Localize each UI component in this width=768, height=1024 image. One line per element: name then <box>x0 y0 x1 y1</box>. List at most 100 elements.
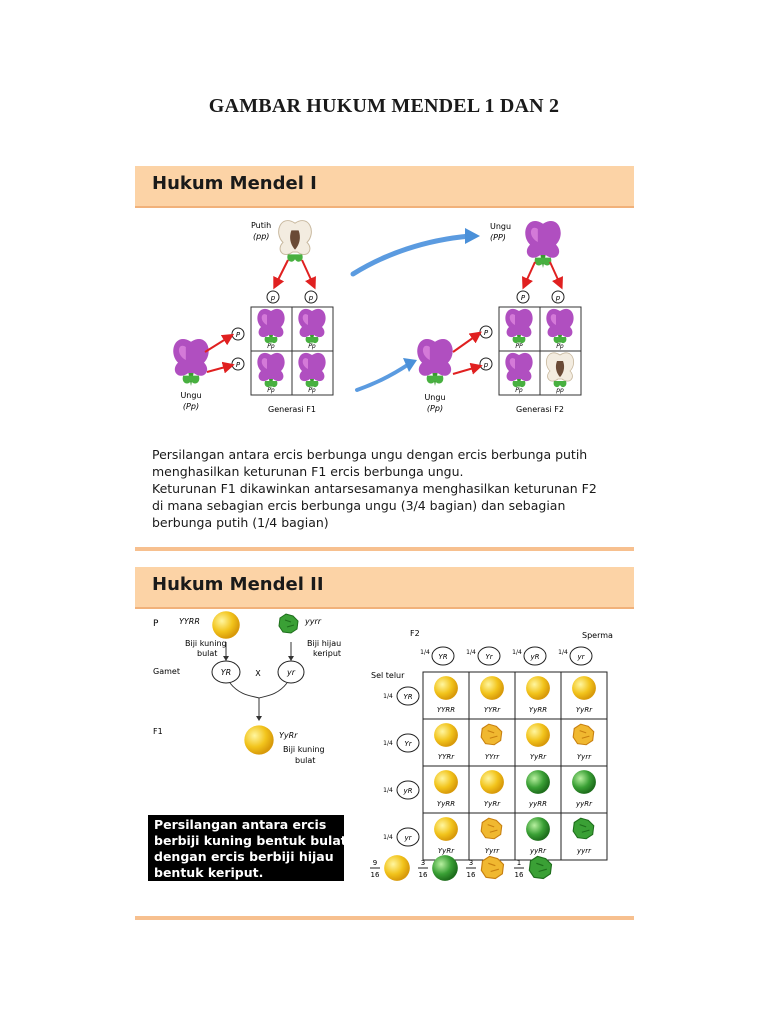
egg-gamete-circle <box>396 780 420 800</box>
sperma-label: Sperma <box>582 631 613 640</box>
f2-cell-1: Pp <box>556 343 564 350</box>
putih-label: Putih <box>251 221 271 230</box>
grid-cell-genotype: yyrr <box>576 847 592 855</box>
egg-gamete-label: Yr <box>404 740 412 748</box>
grid-cell-genotype: YyRR <box>437 800 455 808</box>
box-line: Persilangan antara ercis <box>154 817 327 832</box>
grid-cell-genotype: YyRR <box>529 706 547 714</box>
egg-gamete-label: YR <box>403 693 412 701</box>
divider-bottom <box>135 916 634 920</box>
pea-icon <box>480 676 504 700</box>
ratio-num: 3 <box>469 859 473 867</box>
egg-gamete-circle <box>396 827 420 847</box>
right-parent-genotype: (Pp) <box>427 404 443 413</box>
pea-icon <box>526 676 550 700</box>
ratio-pea-icon <box>384 855 410 881</box>
fraction-label: 1/4 <box>383 693 393 700</box>
egg-gamete-label: yr <box>403 834 412 842</box>
ratio-num: 3 <box>421 859 425 867</box>
pea-icon <box>434 817 458 841</box>
grid-cell-genotype: YYRr <box>484 706 501 714</box>
ratio-den: 16 <box>467 871 476 879</box>
f1-cell-1: Pp <box>308 343 316 350</box>
grid-cell-genotype: YYRR <box>437 706 455 714</box>
pea-icon <box>480 770 504 794</box>
gamete-P-right: P <box>484 329 489 337</box>
fraction-label: 1/4 <box>383 834 393 841</box>
desc-line: di mana sebagian ercis berbunga ungu (3/… <box>152 498 566 513</box>
grid-cell-genotype: YyRr <box>484 800 501 808</box>
pea-icon <box>572 676 596 700</box>
p2-desc-1: Biji hijau <box>307 639 341 648</box>
fraction-label: 1/4 <box>558 649 568 656</box>
right-parent-label: Ungu <box>424 393 445 402</box>
box-line: dengan ercis berbiji hijau <box>154 849 334 864</box>
grid-cell-genotype: Yyrr <box>577 753 592 761</box>
sperm-gamete-label: YR <box>438 653 447 661</box>
mendel1-heading: Hukum Mendel I <box>152 173 317 194</box>
egg-gamete-circle <box>396 733 420 753</box>
mendel1-description: Persilangan antara ercis berbunga ungu d… <box>152 446 622 531</box>
f1-cell-2: Pp <box>267 387 275 394</box>
sperm-gamete-label: yR <box>529 653 539 661</box>
ungu-genotype: (PP) <box>490 233 506 242</box>
gamete-P-left-2: P <box>236 361 241 369</box>
p1-desc-1: Biji kuning <box>185 639 227 648</box>
f2-cell-3: pp <box>555 387 564 394</box>
sperm-gamete-circle <box>523 646 547 666</box>
fraction-label: 1/4 <box>383 740 393 747</box>
generasi-f1: Generasi F1 <box>268 405 316 414</box>
pea-icon <box>526 723 550 747</box>
mendel2-banner: Hukum Mendel II <box>135 567 634 609</box>
f1-cell-3: Pp <box>308 387 316 394</box>
grid-cell-genotype: yyRr <box>575 800 593 808</box>
grid-cell-genotype: YYRr <box>438 753 455 761</box>
mendel2-heading: Hukum Mendel II <box>152 574 324 595</box>
ungu-label: Ungu <box>490 222 511 231</box>
pea-icon <box>434 723 458 747</box>
fraction-label: 1/4 <box>466 649 476 656</box>
pea-icon <box>434 770 458 794</box>
grid-cell-genotype: Yyrr <box>485 847 500 855</box>
sperm-gamete-circle <box>431 646 455 666</box>
green-wrinkled-pea-icon <box>278 613 299 634</box>
pea-icon <box>572 770 596 794</box>
ratio-num: 1 <box>517 859 521 867</box>
gamete-P-left-1: P <box>236 331 241 339</box>
fraction-label: 1/4 <box>512 649 522 656</box>
gamete-p-2: p <box>308 294 314 302</box>
ratio-den: 16 <box>371 871 380 879</box>
egg-gamete-circle <box>396 686 420 706</box>
grid-cell-genotype: yyRR <box>528 800 547 808</box>
white-flower-icon <box>278 219 312 263</box>
putih-genotype: (pp) <box>253 232 269 241</box>
sperm-gamete-label: yr <box>576 653 585 661</box>
box-line: berbiji kuning bentuk bulat <box>154 833 347 848</box>
sel-telur-label: Sel telur <box>371 671 405 680</box>
grid-cell-genotype: YyRr <box>576 706 593 714</box>
f1-desc-1: Biji kuning <box>283 745 325 754</box>
gamete-p-1: p <box>270 294 276 302</box>
desc-line: menghasilkan keturunan F1 ercis berbunga… <box>152 464 464 479</box>
desc-line: Persilangan antara ercis berbunga ungu d… <box>152 447 588 462</box>
mendel1-diagram: Putih (pp) p p Pp Pp Pp Pp Generasi F1 P… <box>173 219 582 414</box>
cross-sign: X <box>255 669 261 678</box>
f2-label: F2 <box>410 629 420 638</box>
ratio-den: 16 <box>515 871 524 879</box>
mendel1-banner: Hukum Mendel I <box>135 166 634 208</box>
mendel2-diagram: P YYRR yyrr Biji kuning bulat Biji hijau… <box>153 611 613 881</box>
grid-cell-genotype: yyRr <box>529 847 547 855</box>
gamete-YR: YR <box>221 668 231 677</box>
gamete-yr: yr <box>286 668 296 677</box>
mendel2-description-box: Persilangan antara ercis berbiji kuning … <box>148 815 347 881</box>
ratio-num: 9 <box>373 859 377 867</box>
f1-genotype: YyRr <box>279 731 298 740</box>
f1-desc-2: bulat <box>295 756 315 765</box>
desc-line: berbunga putih (1/4 bagian) <box>152 515 329 530</box>
desc-line: Keturunan F1 dikawinkan antarsesamanya m… <box>152 481 597 496</box>
fraction-label: 1/4 <box>420 649 430 656</box>
p2-genotype: yyrr <box>304 617 322 626</box>
p1-genotype: YYRR <box>179 617 200 626</box>
page-title: GAMBAR HUKUM MENDEL 1 DAN 2 <box>208 95 560 117</box>
